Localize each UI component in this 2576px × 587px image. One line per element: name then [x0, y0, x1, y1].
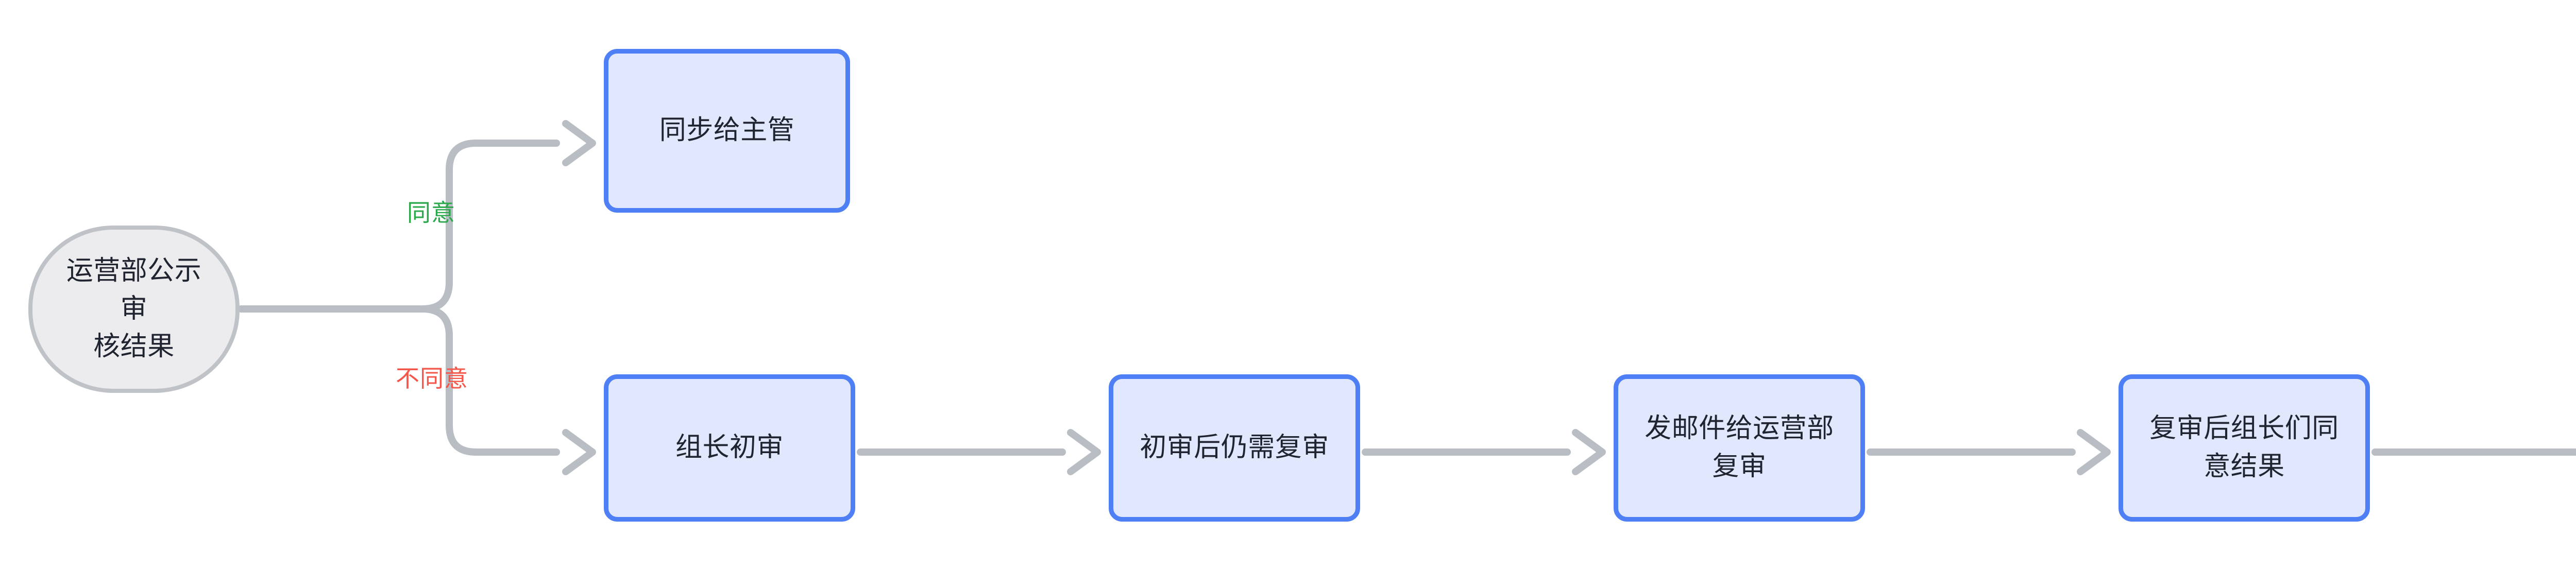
- node-sync-mgr-label: 同步给主管: [659, 115, 795, 146]
- node-lead-first-label: 组长初审: [675, 433, 784, 463]
- edge-label-approve: 同意: [407, 199, 455, 226]
- arrowhead-sync-mgr: [562, 120, 596, 166]
- arrowhead-need-recheck: [1067, 429, 1101, 475]
- arrowhead-lead-first: [562, 429, 596, 475]
- node-sync-mgr[interactable]: 同步给主管: [604, 49, 850, 213]
- node-leads-agree-label: 复审后组长们同 意结果: [2149, 413, 2339, 481]
- node-start[interactable]: 运营部公示审 核结果: [28, 226, 240, 393]
- node-need-recheck[interactable]: 初审后仍需复审: [1109, 374, 1360, 522]
- node-lead-first[interactable]: 组长初审: [604, 374, 855, 522]
- node-mail-ops-label: 发邮件给运营部 复审: [1645, 413, 1834, 481]
- node-need-recheck-label: 初审后仍需复审: [1140, 433, 1329, 463]
- node-start-label: 运营部公示审 核结果: [66, 255, 202, 362]
- edge-start-to-sync-mgr: [419, 140, 560, 313]
- node-mail-ops[interactable]: 发邮件给运营部 复审: [1614, 374, 1865, 522]
- edge-label-reject: 不同意: [396, 365, 468, 392]
- arrowhead-mail-ops: [1572, 429, 1606, 475]
- arrowhead-leads-agree: [2077, 429, 2111, 475]
- node-leads-agree[interactable]: 复审后组长们同 意结果: [2119, 374, 2370, 522]
